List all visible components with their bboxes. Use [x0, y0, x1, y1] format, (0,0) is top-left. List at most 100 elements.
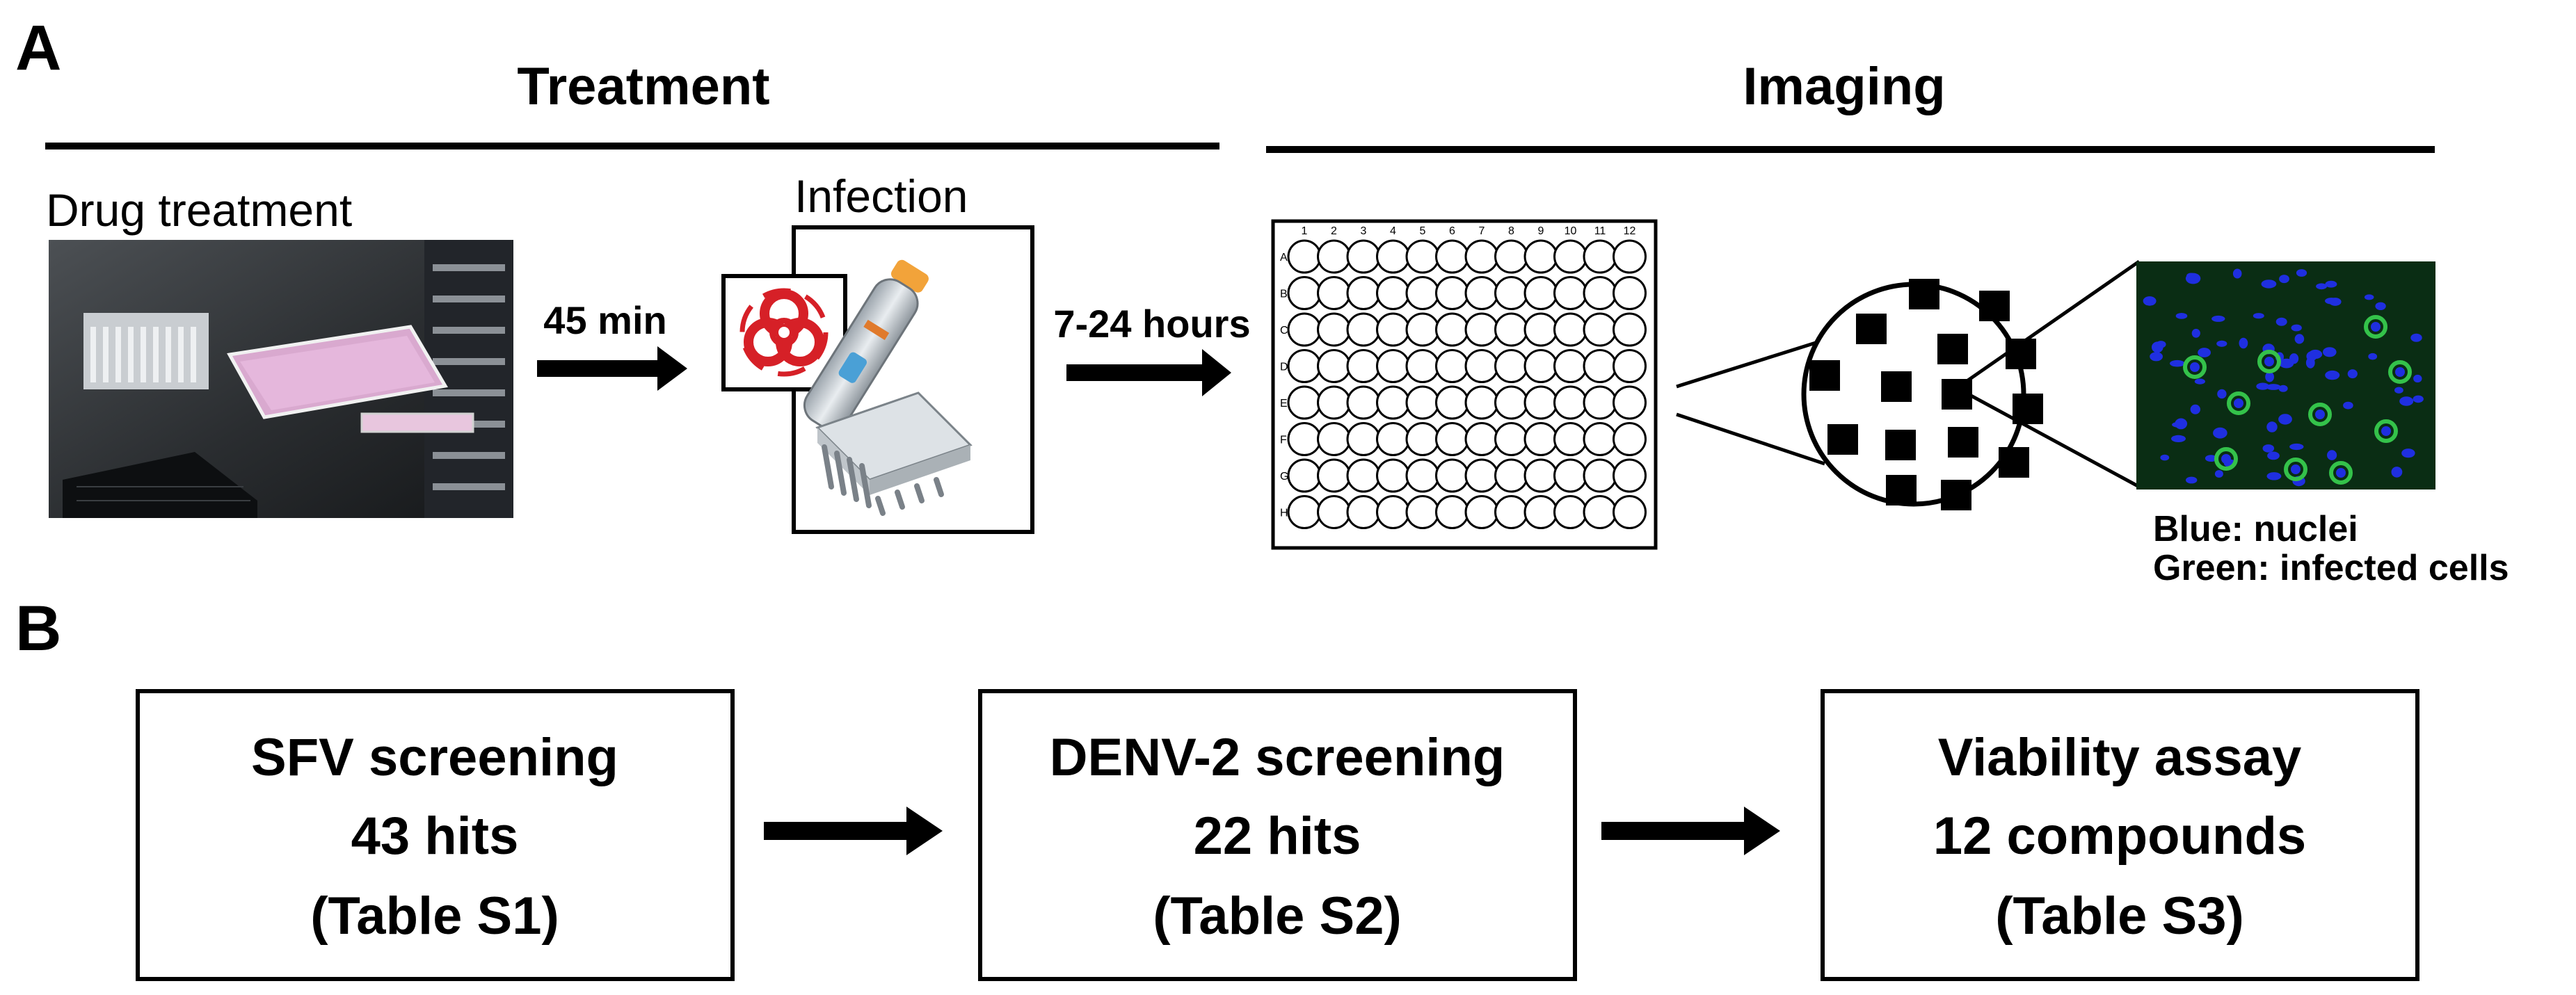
time-45-min: 45 min	[543, 298, 666, 342]
plate-well	[1317, 312, 1351, 347]
nucleus-dot	[2261, 280, 2277, 289]
plate-well	[1376, 495, 1410, 529]
plate-well	[1346, 312, 1381, 347]
plate-well	[1494, 239, 1528, 274]
infected-cell	[2388, 360, 2412, 384]
plate-column-label: 2	[1331, 225, 1337, 237]
plate-well	[1376, 458, 1410, 493]
nucleus-dot	[2323, 347, 2337, 357]
nucleus-dot	[2198, 348, 2211, 357]
plate-well	[1405, 349, 1440, 383]
plate-well	[1287, 422, 1322, 456]
plate-well	[1405, 239, 1440, 274]
plate-well	[1494, 422, 1528, 456]
plate-well	[1523, 312, 1558, 347]
plate-well	[1494, 458, 1528, 493]
zoom-lines-plate	[1676, 341, 1825, 466]
legend-green-infected: Green: infected cells	[2153, 548, 2509, 588]
infected-cell	[2214, 447, 2238, 471]
plate-well	[1317, 422, 1351, 456]
plate-well	[1317, 385, 1351, 420]
plate-well	[1583, 312, 1617, 347]
nucleus-dot	[2253, 313, 2264, 319]
nucleus-dot	[2216, 340, 2227, 347]
nucleus-dot	[2308, 349, 2323, 359]
plate-well	[1435, 276, 1469, 310]
pipette-icon	[803, 259, 973, 516]
plate-column-label: 7	[1479, 225, 1485, 237]
time-7-24-hours: 7-24 hours	[1053, 302, 1250, 346]
plate-well	[1287, 495, 1322, 529]
nucleus-dot	[2289, 443, 2304, 451]
plate-well	[1553, 458, 1587, 493]
plate-well	[1583, 422, 1617, 456]
nucleus-dot	[2275, 317, 2287, 326]
infected-cell-nucleus	[2190, 362, 2200, 372]
plate-well	[1464, 458, 1499, 493]
box-1-line-2: 43 hits	[351, 807, 519, 866]
plate-well	[1613, 458, 1647, 493]
nucleus-dot	[2265, 371, 2275, 382]
plate-well	[1435, 349, 1469, 383]
plate-well	[1494, 495, 1528, 529]
plate-well	[1376, 312, 1410, 347]
plate-well	[1613, 422, 1647, 456]
infected-cell-nucleus	[2234, 398, 2243, 408]
plate-well	[1583, 349, 1617, 383]
plate-well	[1435, 495, 1469, 529]
nucleus-dot	[2278, 385, 2288, 392]
plate-well	[1553, 349, 1587, 383]
plate-well	[1583, 385, 1617, 420]
nucleus-dot	[2291, 324, 2302, 332]
infected-cell	[2284, 458, 2307, 481]
infected-cell-nucleus	[2336, 468, 2346, 478]
plate-well	[1613, 312, 1647, 347]
nucleus-dot	[2267, 451, 2280, 460]
plate-well	[1613, 385, 1647, 420]
plate-row-label: E	[1280, 398, 1288, 410]
plate-well	[1317, 458, 1351, 493]
plate-well	[1553, 312, 1587, 347]
plate-well	[1613, 349, 1647, 383]
flow-arrow-1	[764, 807, 943, 855]
imaging-title: Imaging	[1743, 57, 1945, 116]
box-3-line-1: Viability assay	[1938, 728, 2302, 787]
plate-well	[1464, 276, 1499, 310]
infected-cell-nucleus	[2264, 357, 2274, 366]
plate-well	[1435, 422, 1469, 456]
plate-column-label: 1	[1302, 225, 1308, 237]
plate-well	[1405, 276, 1440, 310]
plate-well	[1523, 239, 1558, 274]
plate-well	[1464, 422, 1499, 456]
plate-well	[1464, 349, 1499, 383]
plate-well	[1494, 385, 1528, 420]
plate-well	[1553, 495, 1587, 529]
plate-column-label: 10	[1565, 225, 1577, 237]
panel-b-label: B	[15, 593, 61, 664]
infected-cell-nucleus	[2371, 322, 2381, 332]
plate-well	[1613, 495, 1647, 529]
cell-squares	[1809, 279, 2043, 510]
nucleus-dot	[2217, 389, 2227, 399]
nucleus-dot	[2305, 357, 2315, 369]
nucleus-dot	[2191, 328, 2200, 338]
nucleus-dot	[2186, 476, 2198, 484]
plate-well	[1553, 239, 1587, 274]
infected-cell	[2308, 403, 2332, 426]
box-3-line-2: 12 compounds	[1933, 807, 2306, 866]
plate-well	[1376, 422, 1410, 456]
plate-well	[1583, 276, 1617, 310]
plate-column-label: 8	[1508, 225, 1514, 237]
plate-well	[1317, 239, 1351, 274]
plate-column-label: 12	[1624, 225, 1636, 237]
nucleus-dot	[2347, 369, 2358, 379]
flow-box-denv2: DENV-2 screening 22 hits (Table S2)	[978, 689, 1577, 981]
nucleus-dot	[2160, 454, 2170, 461]
flow-arrow-2	[1601, 807, 1780, 855]
nucleus-dot	[2186, 273, 2195, 279]
nucleus-dot	[2171, 435, 2186, 443]
nucleus-dot	[2170, 359, 2185, 367]
plate-well	[1346, 239, 1381, 274]
